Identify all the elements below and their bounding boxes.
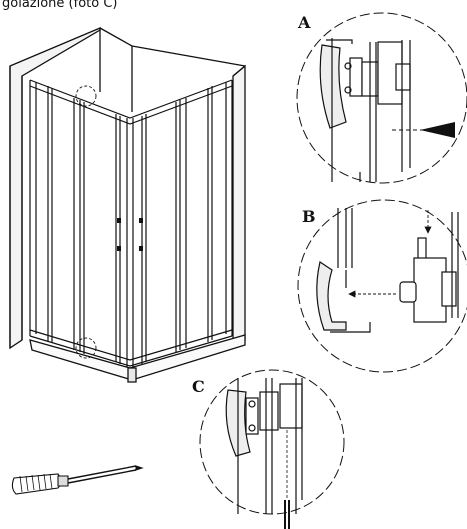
detail-a: A (296, 12, 467, 184)
wall-corner (9, 27, 246, 350)
detail-marker-top (75, 85, 97, 107)
door-handles (117, 218, 143, 251)
instruction-caption: golazione (foto C) (2, 0, 118, 11)
detail-marker-bottom (75, 337, 97, 359)
detail-c: C (192, 369, 345, 529)
shower-tray (29, 334, 246, 383)
detail-label-b: B (302, 207, 316, 226)
screwdriver-icon (11, 465, 144, 495)
detail-label-c: C (192, 377, 205, 396)
detail-label-a: A (297, 13, 311, 32)
detail-b: B (297, 199, 467, 373)
shower-frame (29, 79, 233, 368)
